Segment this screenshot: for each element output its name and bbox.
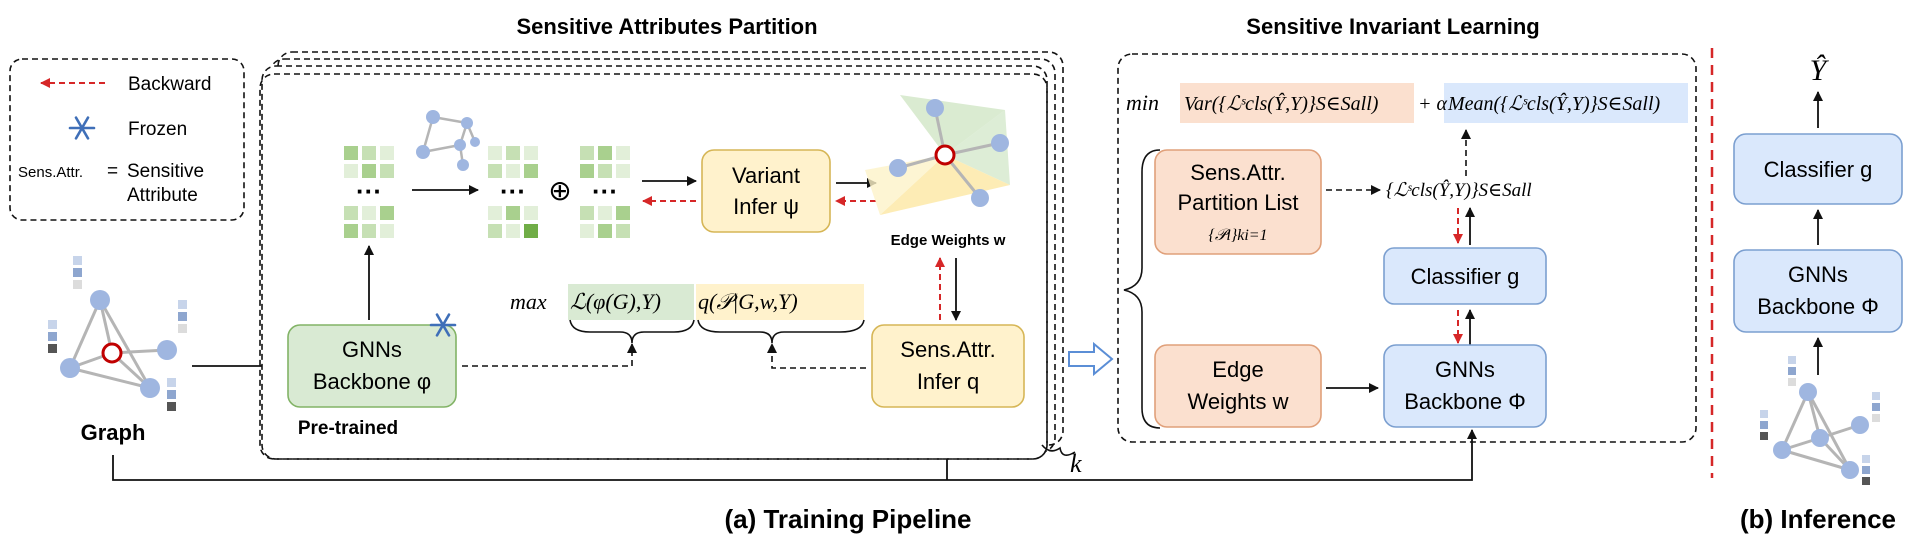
inference-graph <box>1760 356 1880 485</box>
variant-infer-line1: Variant <box>732 163 800 188</box>
edge-weights-line2: Weights w <box>1187 389 1288 414</box>
sens-infer-line2: Infer q <box>917 369 979 394</box>
frozen-gnn-box: GNNs Backbone φ <box>287 324 457 408</box>
variant-infer-box: Variant Infer ψ <box>701 149 831 233</box>
edge-weights-graphic <box>865 95 1010 215</box>
dots-1: ··· <box>356 176 382 206</box>
gnn-infer-line1: GNNs <box>1788 262 1848 287</box>
gnn-infer-box: GNNs Backbone Φ <box>1733 249 1903 333</box>
frozen-gnn-line1: GNNs <box>342 337 402 362</box>
legend-sens-attr: Sens.Attr. <box>18 164 83 181</box>
objective-mean: Mean({ℒˢcls(Ŷ,Y)}S∈Sall) <box>1447 92 1661 115</box>
embedding-matrix-1 <box>344 146 394 238</box>
graph-label: Graph <box>81 420 146 445</box>
legend-backward: Backward <box>128 74 211 95</box>
legend-sensitive-1: Sensitive <box>127 161 204 182</box>
legend-frozen: Frozen <box>128 119 187 140</box>
legend-sensitive-2: Attribute <box>127 185 198 206</box>
edge-weights-box: Edge Weights w <box>1154 344 1322 428</box>
input-graph <box>48 256 187 411</box>
frozen-gnn-line2: Backbone φ <box>313 369 431 394</box>
invariant-box <box>1117 53 1697 443</box>
objective-min: min <box>1126 90 1159 115</box>
partition-list-line2: Partition List <box>1177 190 1298 215</box>
caption-training: (a) Training Pipeline <box>724 504 971 534</box>
dots-2: ··· <box>500 176 526 206</box>
classifier-infer-label: Classifier g <box>1764 157 1873 182</box>
embedding-matrix-3 <box>580 146 630 238</box>
legend: Backward Frozen Sens.Attr. = Sensitive A… <box>9 58 245 221</box>
dots-3: ··· <box>592 176 618 206</box>
k-label: k <box>1070 449 1082 478</box>
gnn-train-box: GNNs Backbone Φ <box>1383 344 1547 428</box>
max-keyword: max <box>510 289 547 314</box>
edge-weights-line1: Edge <box>1212 357 1263 382</box>
objective-expression: min Var({ℒˢcls(Ŷ,Y)}S∈Sall) + α Mean({ℒˢ… <box>1126 83 1688 123</box>
variant-infer-line2: Infer ψ <box>733 194 799 219</box>
gnn-train-line2: Backbone Φ <box>1404 389 1526 414</box>
max-term-2: q(𝒫|G,w,Y) <box>698 289 798 314</box>
invariant-title: Sensitive Invariant Learning <box>1246 14 1539 39</box>
caption-inference: (b) Inference <box>1740 504 1896 534</box>
transfer-arrow-icon <box>1068 341 1114 377</box>
snowflake-icon <box>68 116 96 140</box>
classifier-train-label: Classifier g <box>1411 264 1520 289</box>
edge-weights-label: Edge Weights w <box>891 232 1006 249</box>
partition-title: Sensitive Attributes Partition <box>516 14 817 39</box>
sens-infer-line1: Sens.Attr. <box>900 337 995 362</box>
max-expression: max ℒ(φ(G),Y) q(𝒫|G,w,Y) <box>510 284 865 344</box>
inference-output: Ŷ <box>1810 54 1830 87</box>
oplus-symbol: ⊕ <box>548 175 571 206</box>
legend-equals: = <box>107 161 118 182</box>
gnn-train-line1: GNNs <box>1435 357 1495 382</box>
partition-list-line3: {𝒫i}ki=1 <box>1208 227 1267 244</box>
sens-attr-infer-box: Sens.Attr. Infer q <box>871 324 1025 408</box>
partition-list-line1: Sens.Attr. <box>1190 160 1285 185</box>
max-term-1: ℒ(φ(G),Y) <box>570 289 661 314</box>
snowflake-icon <box>429 313 457 337</box>
classifier-train-box: Classifier g <box>1383 247 1547 305</box>
partition-list-box: Sens.Attr. Partition List {𝒫i}ki=1 <box>1154 149 1322 255</box>
objective-var: Var({ℒˢcls(Ŷ,Y)}S∈Sall) <box>1184 92 1379 115</box>
objective-plus: + α <box>1418 93 1447 115</box>
embedding-matrix-2 <box>488 146 538 238</box>
pretrained-label: Pre-trained <box>298 418 398 439</box>
gnn-infer-line2: Backbone Φ <box>1757 294 1879 319</box>
classifier-infer-box: Classifier g <box>1733 133 1903 205</box>
small-graph-icon <box>416 110 480 171</box>
loss-set: {ℒˢcls(Ŷ,Y)}S∈Sall <box>1386 179 1532 201</box>
